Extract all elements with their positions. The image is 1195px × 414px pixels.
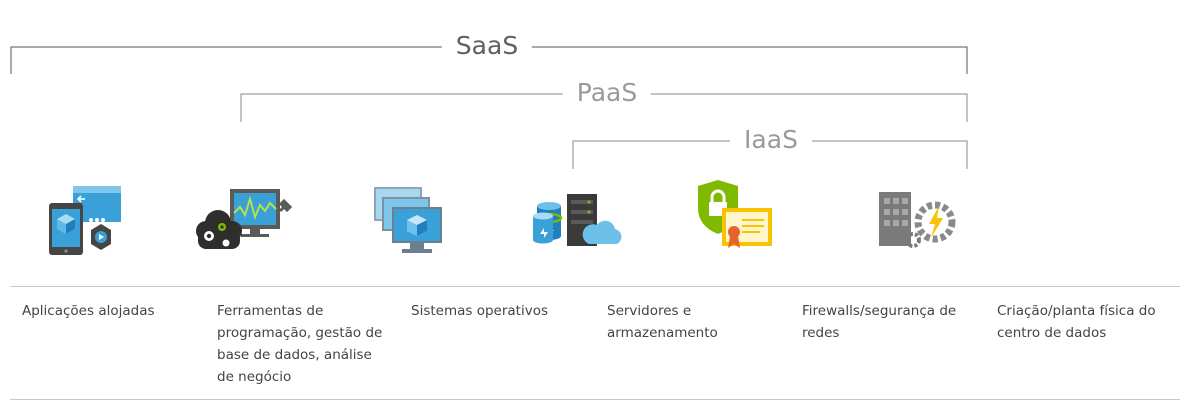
caption-network-security: Firewalls/segurança de redes <box>802 303 957 341</box>
hosted-apps-icon <box>49 186 121 255</box>
saas-bracket <box>10 46 445 74</box>
iaas-label: IaaS <box>730 125 812 155</box>
paas-label: PaaS <box>562 78 652 108</box>
bottom-rule <box>10 399 1180 400</box>
saas-bracket-right <box>530 46 968 74</box>
caption-operating-systems: Sistemas operativos <box>411 303 548 319</box>
dev-tools-icon <box>196 189 292 249</box>
paas-bracket-right <box>650 93 968 122</box>
top-rule <box>10 286 1180 287</box>
iaas-bracket-right <box>812 140 968 169</box>
servers-storage-icon <box>533 194 622 246</box>
caption-hosted-apps: Aplicações alojadas <box>22 303 155 319</box>
paas-bracket <box>240 93 565 122</box>
network-security-icon <box>698 180 772 248</box>
iaas-bracket <box>572 140 730 169</box>
datacenter-icon <box>879 192 956 248</box>
caption-servers-storage: Servidores e armazenamento <box>607 303 718 341</box>
saas-label: SaaS <box>441 31 533 61</box>
caption-datacenter: Criação/planta física do centro de dados <box>997 303 1156 341</box>
caption-dev-tools: Ferramentas de programação, gestão de ba… <box>217 303 383 385</box>
operating-systems-icon <box>374 187 442 253</box>
